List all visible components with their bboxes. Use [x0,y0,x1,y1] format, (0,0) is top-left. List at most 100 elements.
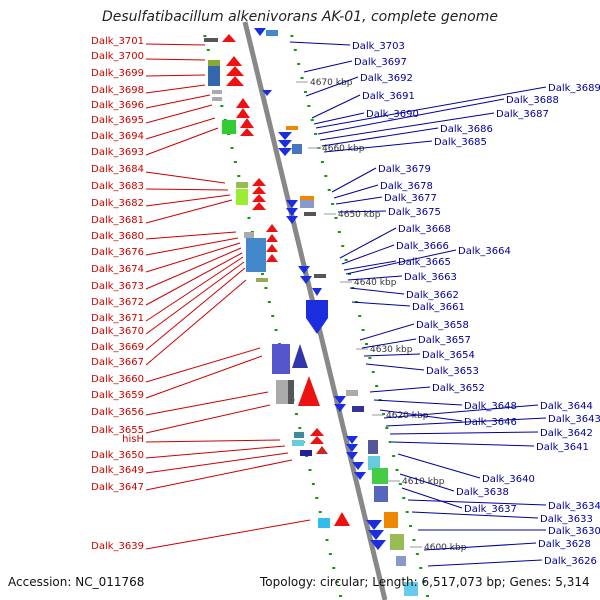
kbp-label: 4600 kbp [424,543,467,553]
gene-block [276,380,288,404]
gene-block [390,534,404,550]
right-gene-label: Dalk_3665 [398,257,451,268]
right-gene-label: Dalk_3638 [456,487,509,498]
forward-gene-arrow [252,186,266,194]
reverse-gene-arrow [346,452,358,460]
gene-block [244,232,254,238]
forward-gene-arrow [226,76,244,86]
left-gene-label: Dalk_3667 [91,357,144,368]
topology-text: Topology: circular; Length: 6,517,073 bp… [260,575,590,589]
kbp-label: 4610 kbp [402,477,445,487]
right-leader-line [407,499,547,506]
left-leader-line [145,242,241,273]
left-gene-label: Dalk_3699 [91,68,144,79]
right-gene-label: Dalk_3703 [352,41,405,52]
forward-gene-arrow [310,436,324,444]
right-gene-label: Dalk_3663 [404,272,457,283]
right-gene-label: Dalk_3648 [464,401,517,412]
left-gene-label: Dalk_3698 [91,85,144,96]
reverse-gene-arrow [352,462,364,470]
gene-block [272,344,290,374]
right-leader-line [391,441,535,447]
right-leader-line [341,244,395,265]
forward-gene-arrow [222,34,236,42]
gene-block [300,450,312,456]
right-leader-line [363,353,421,357]
gene-block [246,238,266,272]
gene-block [300,196,314,200]
right-gene-label: Dalk_3657 [418,335,471,346]
right-gene-label: Dalk_3664 [458,246,511,257]
left-leader-line [145,391,269,416]
left-leader-line [145,279,247,366]
right-leader-line [399,473,455,492]
left-leader-line [145,231,237,240]
left-leader-line [145,261,245,335]
gene-block [384,512,398,528]
reverse-gene-arrow [298,266,310,274]
left-gene-label: Dalk_3649 [91,465,144,476]
gene-block [300,200,314,208]
right-gene-label: Dalk_3668 [398,224,451,235]
gene-block [352,406,364,412]
right-leader-line [379,409,463,422]
left-leader-line [145,171,226,184]
left-gene-label: Dalk_3647 [91,482,144,493]
left-gene-label: Dalk_3659 [91,390,144,401]
left-leader-line [145,74,206,77]
gene-block [346,390,358,396]
gene-block [288,380,294,404]
right-gene-label: Dalk_3652 [432,383,485,394]
reverse-gene-arrow [368,530,384,540]
left-gene-label: Dalk_3650 [91,450,144,461]
kbp-label: 4640 kbp [354,278,397,288]
right-gene-label: Dalk_3633 [540,514,593,525]
gene-block [204,38,218,42]
right-leader-line [397,453,481,479]
right-leader-line [331,167,377,193]
forward-gene-arrow [236,108,250,118]
reverse-gene-arrow [254,28,266,36]
kbp-label: 4630 kbp [370,345,413,355]
right-leader-line [389,431,539,435]
right-gene-label: Dalk_3662 [406,290,459,301]
gene-block [286,126,298,130]
right-gene-label: Dalk_3666 [396,241,449,252]
gene-block [208,66,220,86]
reverse-gene-arrow [346,436,358,444]
forward-gene-arrow [292,344,308,368]
kbp-label: 4650 kbp [338,210,381,220]
right-gene-label: Dalk_3628 [538,539,591,550]
left-leader-line [145,199,233,224]
right-leader-line [383,404,539,419]
gene-block [368,440,378,454]
right-gene-label: Dalk_3675 [388,207,441,218]
right-gene-label: Dalk_3646 [464,417,517,428]
left-gene-label: Dalk_3696 [91,100,144,111]
right-leader-line [349,287,405,295]
reverse-gene-arrow [286,208,298,216]
right-leader-line [385,417,547,427]
left-leader-line [145,84,206,94]
right-leader-line [361,338,417,349]
left-gene-label: Dalk_3674 [91,264,144,275]
right-leader-line [347,275,403,281]
right-gene-labels: Dalk_3703Dalk_3697Dalk_3692Dalk_3691Dalk… [289,41,600,567]
gene-block [292,440,304,446]
gene-block [208,60,220,66]
right-leader-line [313,112,365,125]
right-gene-label: Dalk_3642 [540,428,593,439]
right-leader-line [423,542,537,551]
left-leader-line [145,355,263,399]
gene-block [212,90,222,94]
gene-block [236,189,248,205]
right-gene-label: Dalk_3637 [464,504,517,515]
right-leader-line [317,98,505,135]
left-leader-line [145,347,261,383]
left-gene-label: Dalk_3682 [91,198,144,209]
right-gene-label: Dalk_3678 [380,181,433,192]
right-leader-line [401,487,463,509]
left-gene-label: Dalk_3673 [91,281,144,292]
right-leader-line [333,184,379,199]
right-leader-line [305,76,359,97]
